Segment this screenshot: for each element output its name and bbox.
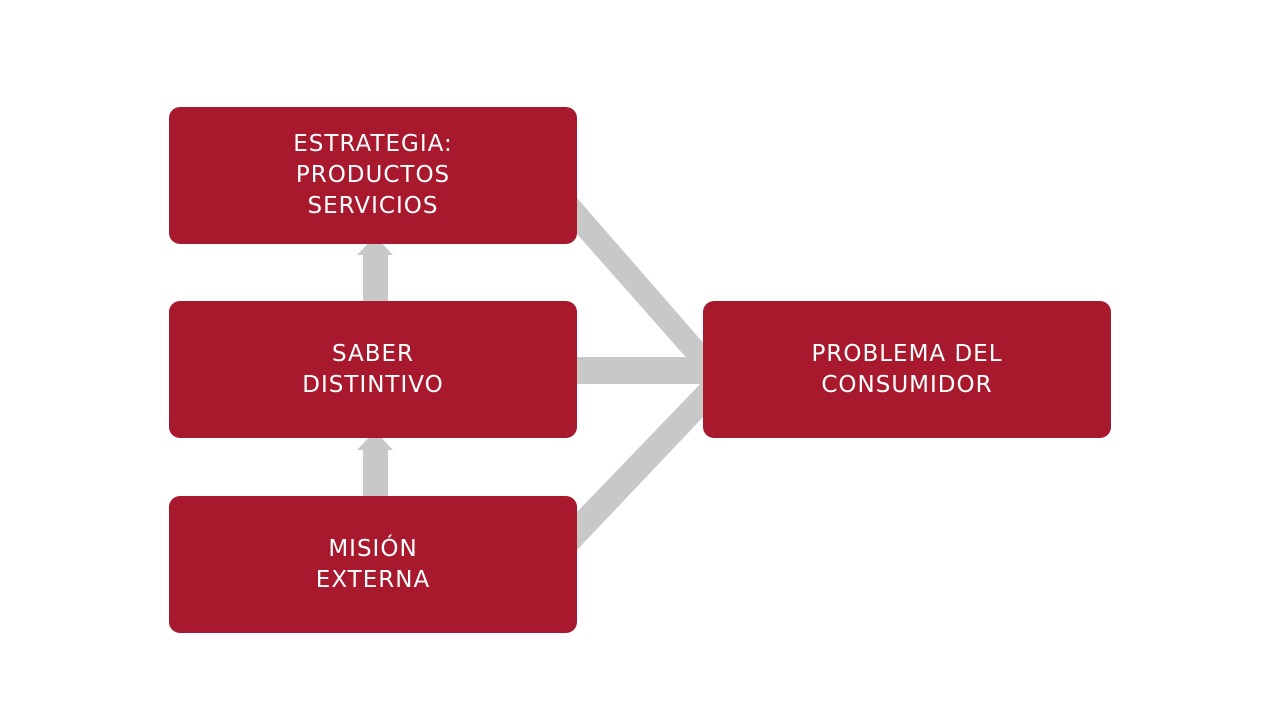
- box-line: ESTRATEGIA:: [293, 131, 453, 157]
- box-line: PROBLEMA DEL: [811, 340, 1003, 367]
- box-line: SABER: [331, 340, 415, 367]
- box-line: EXTERNA: [315, 566, 431, 593]
- connector-knowledge-to-problem: [577, 357, 706, 384]
- connector-mission-to-problem: [577, 378, 706, 550]
- arrow-up-icon: [357, 236, 393, 302]
- strategy-box: ESTRATEGIA: PRODUCTOS SERVICIOS: [169, 107, 577, 244]
- arrow-up-icon: [357, 431, 393, 497]
- knowledge-box: SABER DISTINTIVO: [169, 301, 577, 438]
- connector-strategy-to-problem: [577, 198, 706, 380]
- box-line: SERVICIOS: [307, 193, 439, 219]
- box-line: CONSUMIDOR: [821, 371, 993, 398]
- box-line: DISTINTIVO: [302, 371, 444, 398]
- mission-box: MISIÓN EXTERNA: [169, 496, 577, 633]
- box-line: PRODUCTOS: [295, 162, 451, 188]
- box-line: MISIÓN: [328, 535, 418, 562]
- problem-box: PROBLEMA DEL CONSUMIDOR: [703, 301, 1111, 438]
